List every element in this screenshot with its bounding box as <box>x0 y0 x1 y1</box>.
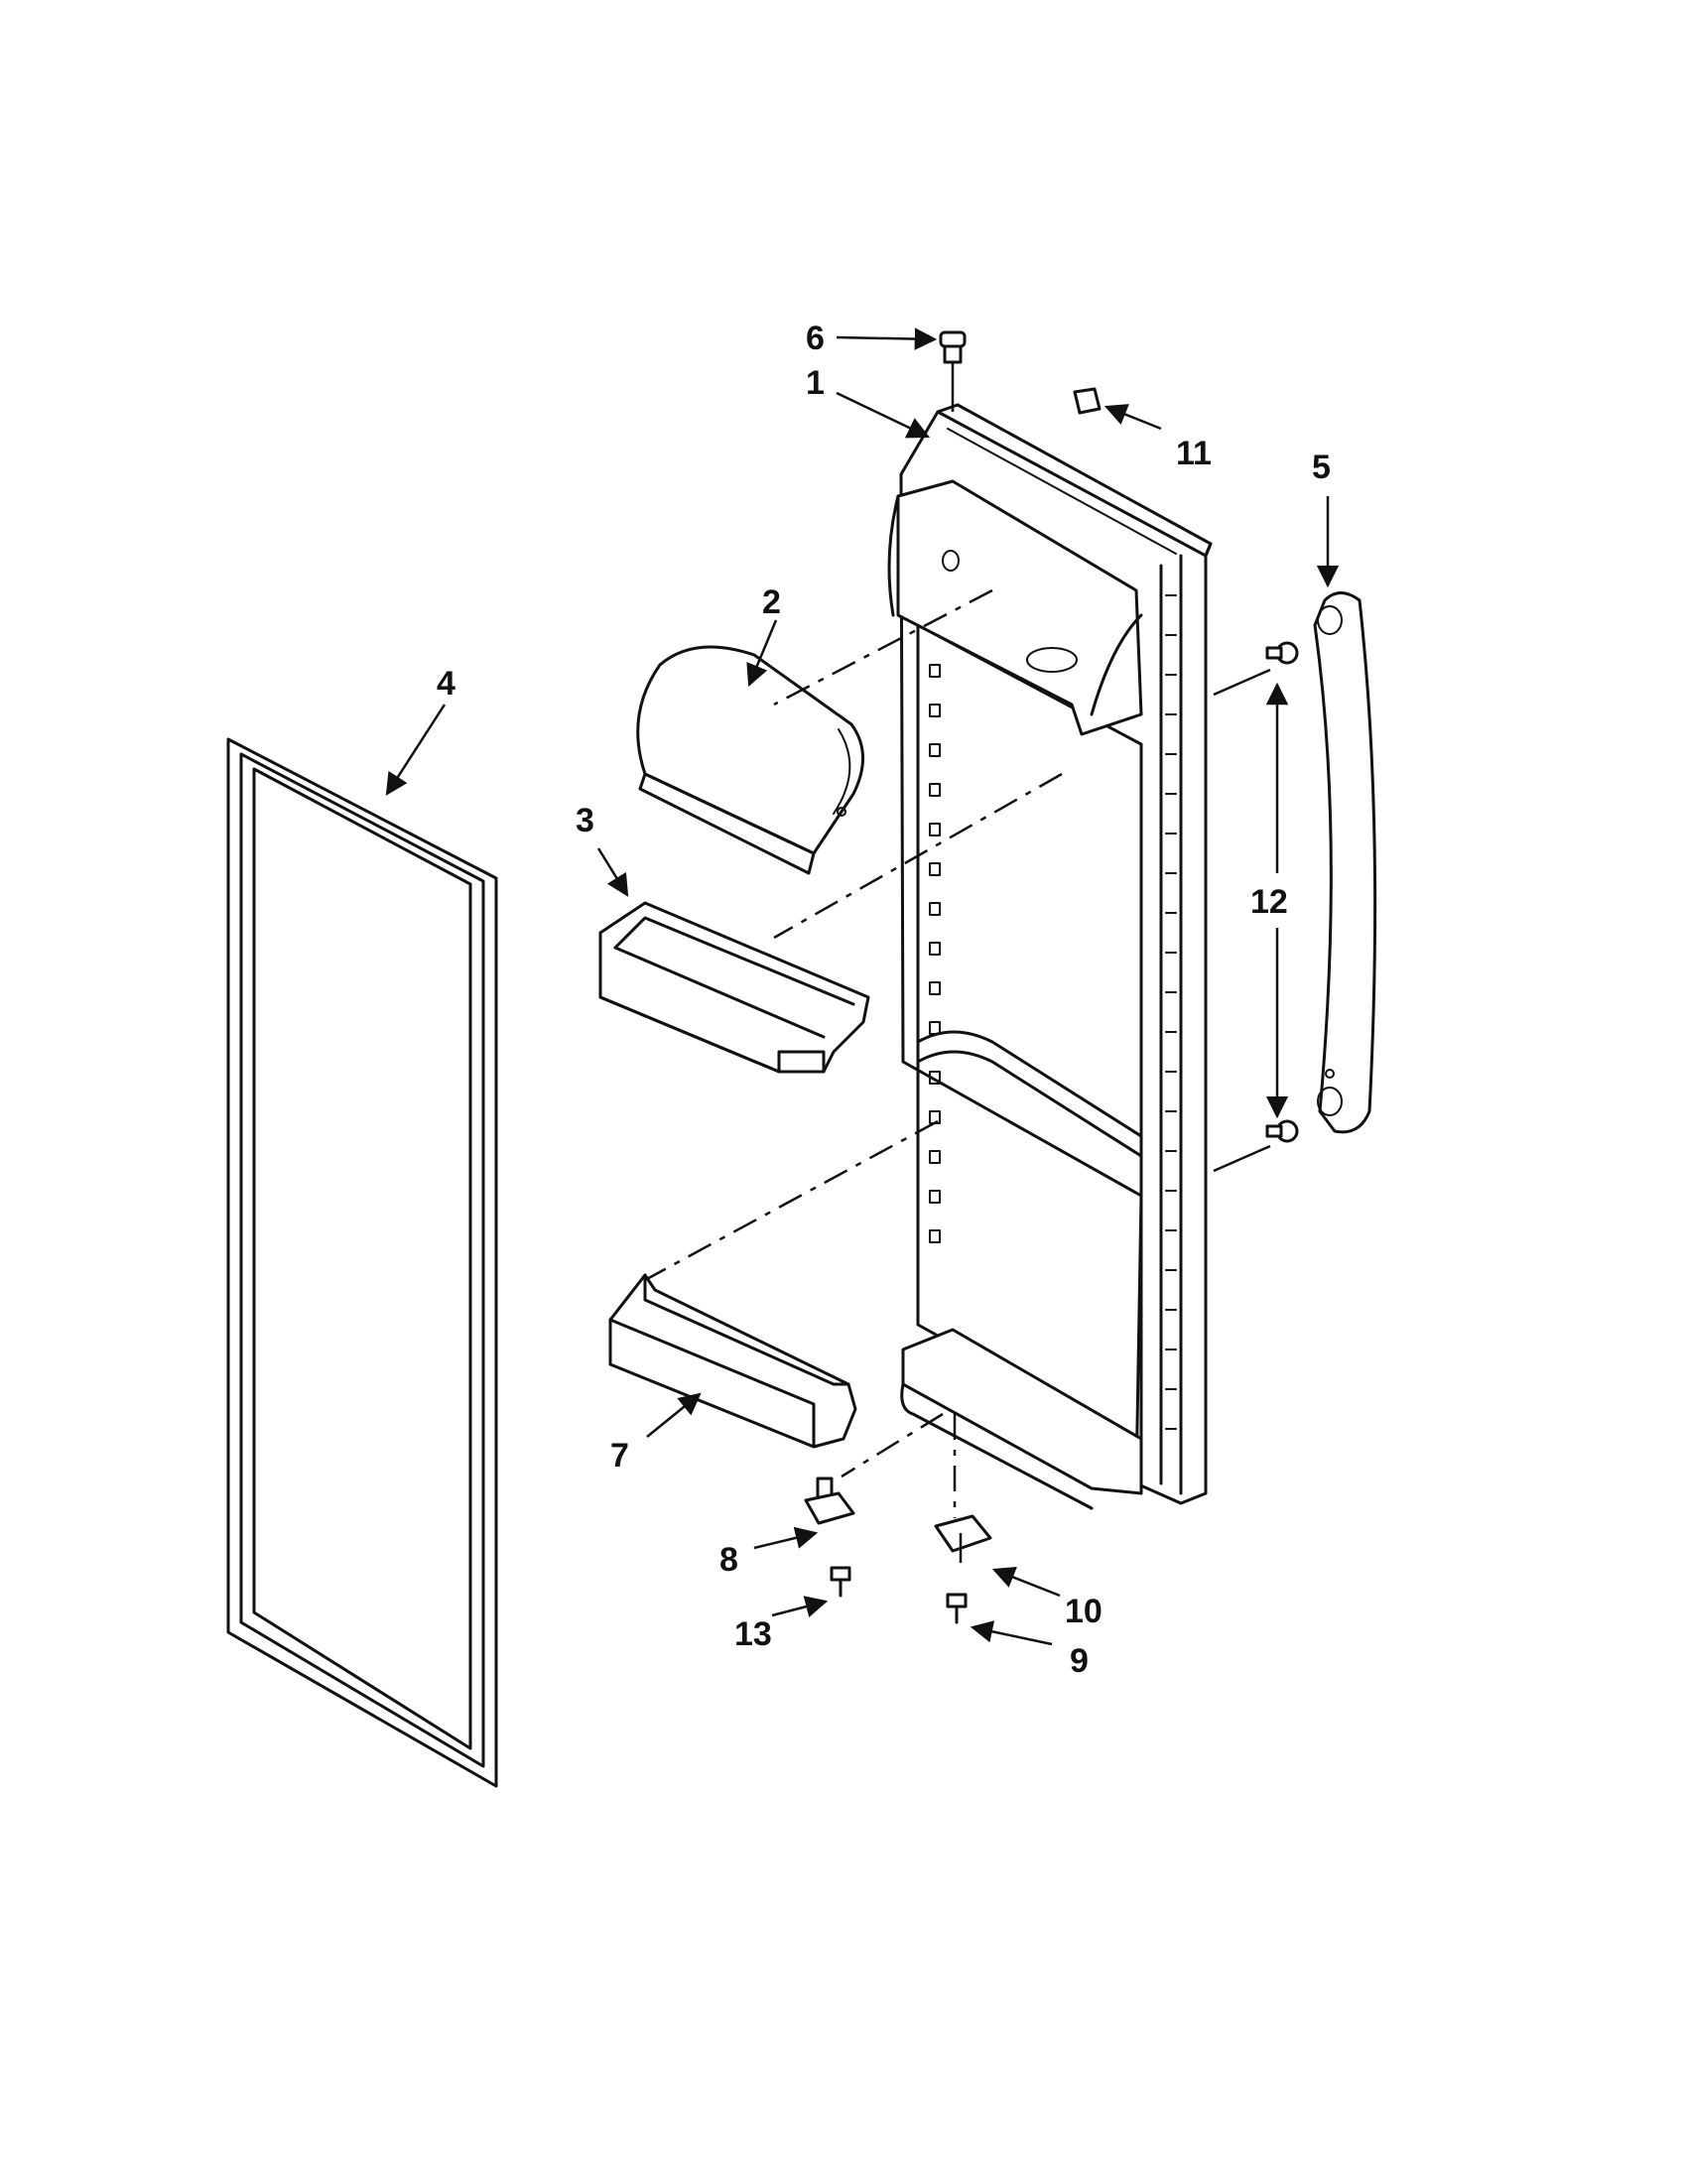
callout-2: 2 <box>762 583 781 621</box>
callout-13: 13 <box>734 1615 772 1653</box>
dispenser-cover-part <box>636 645 864 875</box>
callout-10: 10 <box>1065 1593 1103 1630</box>
door-label-part <box>1073 387 1102 415</box>
callout-5: 5 <box>1312 449 1331 486</box>
callout-7: 7 <box>610 1437 629 1475</box>
callout-11: 11 <box>1176 435 1212 472</box>
door-liner-part <box>887 403 1213 1510</box>
lower-bin-part <box>608 1273 857 1449</box>
handle-stud-lower <box>1265 1119 1299 1143</box>
hinge-bracket-part <box>934 1514 992 1563</box>
assembly-lines <box>644 588 1271 1518</box>
callout-8: 8 <box>719 1541 738 1579</box>
leader-arrows <box>385 327 1340 1646</box>
handle-stud-upper <box>1265 641 1299 665</box>
callout-1: 1 <box>806 364 825 402</box>
hinge-plug-part <box>939 330 967 412</box>
bracket-screw-part <box>946 1593 968 1624</box>
hinge-screw-part <box>830 1566 851 1598</box>
callout-6: 6 <box>806 320 825 357</box>
door-handle-part <box>1313 591 1377 1134</box>
callout-4: 4 <box>437 665 455 703</box>
door-gasket-part <box>226 737 498 1788</box>
callout-9: 9 <box>1070 1642 1089 1680</box>
lower-hinge-part <box>804 1477 855 1525</box>
door-bin-part <box>598 901 870 1074</box>
callout-12: 12 <box>1250 883 1288 921</box>
callout-3: 3 <box>576 802 594 839</box>
